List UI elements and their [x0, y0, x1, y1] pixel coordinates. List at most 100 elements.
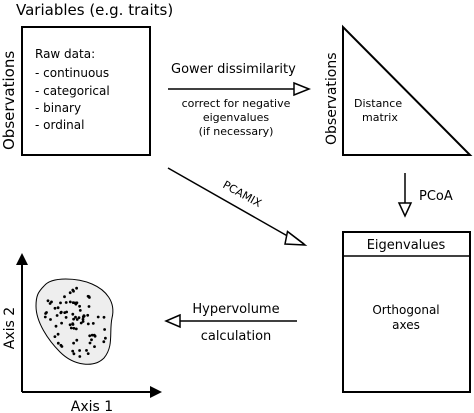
cloud-point — [63, 295, 66, 299]
raw-data-item: - binary — [35, 101, 81, 115]
cloud-point — [75, 338, 79, 342]
cloud-point — [90, 338, 93, 342]
raw-data-title: Raw data: — [35, 47, 95, 61]
cloud-point — [49, 318, 52, 321]
cloud-point — [78, 355, 82, 358]
cloud-point — [78, 309, 82, 312]
cloud-point — [68, 300, 72, 304]
gower-label: Gower dissimilarity — [171, 62, 296, 77]
cloud-point — [90, 333, 94, 337]
cloud-point — [56, 306, 60, 310]
cloud-point — [102, 315, 106, 319]
cloud-point — [74, 302, 78, 306]
cloud-point — [88, 296, 91, 299]
cloud-point — [87, 305, 91, 308]
pcamix-arrow-head-outline — [284, 230, 308, 246]
distance-matrix-line2: matrix — [362, 111, 398, 124]
cloud-point — [77, 316, 81, 320]
cloud-point — [79, 321, 83, 325]
cloud-point — [43, 315, 47, 319]
eigenvalues-box — [342, 231, 471, 393]
cloud-point — [91, 322, 95, 325]
eigenvalues-title: Eigenvalues — [367, 238, 446, 253]
cloud-point — [85, 349, 88, 352]
observations-label-right: Observations — [324, 52, 340, 145]
cloud-point — [60, 321, 63, 325]
cloud-point — [53, 306, 57, 310]
cloud-point — [59, 343, 63, 347]
cloud-point — [78, 349, 81, 352]
cloud-point — [56, 341, 60, 345]
cloud-point — [64, 301, 68, 304]
hypervolume-line1: Hypervolume — [192, 302, 279, 317]
pcamix-label: PCAMIX — [221, 178, 265, 210]
pcoa-arrow-head — [397, 202, 413, 218]
gower-note-line: correct for negative — [182, 97, 291, 110]
raw-data-item: - continuous — [35, 66, 109, 80]
cloud-point — [86, 313, 90, 317]
cloud-point — [81, 320, 85, 323]
cloud-point — [63, 311, 67, 314]
gower-arrow-head — [293, 81, 312, 97]
variables-label: Variables (e.g. traits) — [16, 1, 173, 19]
cloud-point — [68, 291, 72, 295]
cloud-point — [59, 310, 63, 314]
hypervolume-line2: calculation — [201, 329, 272, 344]
raw-data-item: - categorical — [35, 84, 110, 98]
cloud-point — [96, 315, 100, 319]
y-axis-arrow-head — [16, 253, 28, 265]
cloud-point — [71, 288, 75, 292]
cloud-point — [74, 315, 77, 319]
cloud-point — [88, 341, 92, 345]
cloud-point — [71, 312, 75, 316]
gower-note-line: eigenvalues — [203, 111, 270, 124]
pcamix-arrow-line — [167, 167, 292, 239]
orthogonal-axes-line2: axes — [392, 318, 420, 332]
raw-data-item: - ordinal — [35, 118, 84, 132]
cloud-point — [104, 336, 107, 340]
cloud-point — [92, 333, 96, 337]
cloud-point — [59, 301, 62, 305]
distance-matrix-triangle — [342, 24, 473, 156]
cloud-point — [86, 352, 90, 355]
hypervolume-arrow-head — [164, 313, 181, 329]
cloud-point — [86, 322, 90, 326]
cloud-point — [82, 314, 86, 317]
cloud-point — [54, 324, 58, 328]
cloud-point — [81, 317, 85, 321]
cloud-point — [50, 300, 53, 304]
raw-data-box — [21, 26, 151, 156]
cloud-points — [43, 286, 107, 358]
y-axis-label: Axis 2 — [2, 307, 18, 349]
cloud-point — [88, 334, 92, 338]
cloud-point — [103, 328, 106, 331]
cloud-point — [72, 341, 75, 345]
cloud-point — [64, 316, 68, 319]
cloud-point — [74, 327, 78, 331]
cloud-point — [71, 322, 75, 326]
cloud-point — [53, 335, 57, 338]
hypervolume-cloud — [35, 278, 114, 365]
x-axis-label: Axis 1 — [71, 399, 113, 413]
cloud-point — [102, 340, 106, 344]
cloud-point — [72, 326, 76, 330]
cloud-point — [75, 286, 78, 290]
cloud-point — [56, 332, 60, 336]
cloud-point — [68, 323, 72, 327]
pcoa-label: PCoA — [419, 189, 453, 204]
orthogonal-axes-line1: Orthogonal — [372, 303, 439, 317]
cloud-point — [69, 326, 73, 330]
cloud-point — [44, 312, 47, 315]
cloud-point — [46, 299, 50, 303]
observations-label-left: Observations — [0, 51, 18, 150]
cloud-point — [75, 318, 79, 321]
cloud-point — [93, 345, 96, 348]
cloud-point — [72, 317, 75, 321]
cloud-point — [71, 349, 75, 353]
x-axis-arrow-head — [150, 386, 162, 398]
distance-matrix-line1: Distance — [354, 97, 402, 110]
gower-note-line: (if necessary) — [199, 125, 274, 138]
cloud-point — [72, 352, 76, 356]
cloud-point — [78, 304, 81, 308]
